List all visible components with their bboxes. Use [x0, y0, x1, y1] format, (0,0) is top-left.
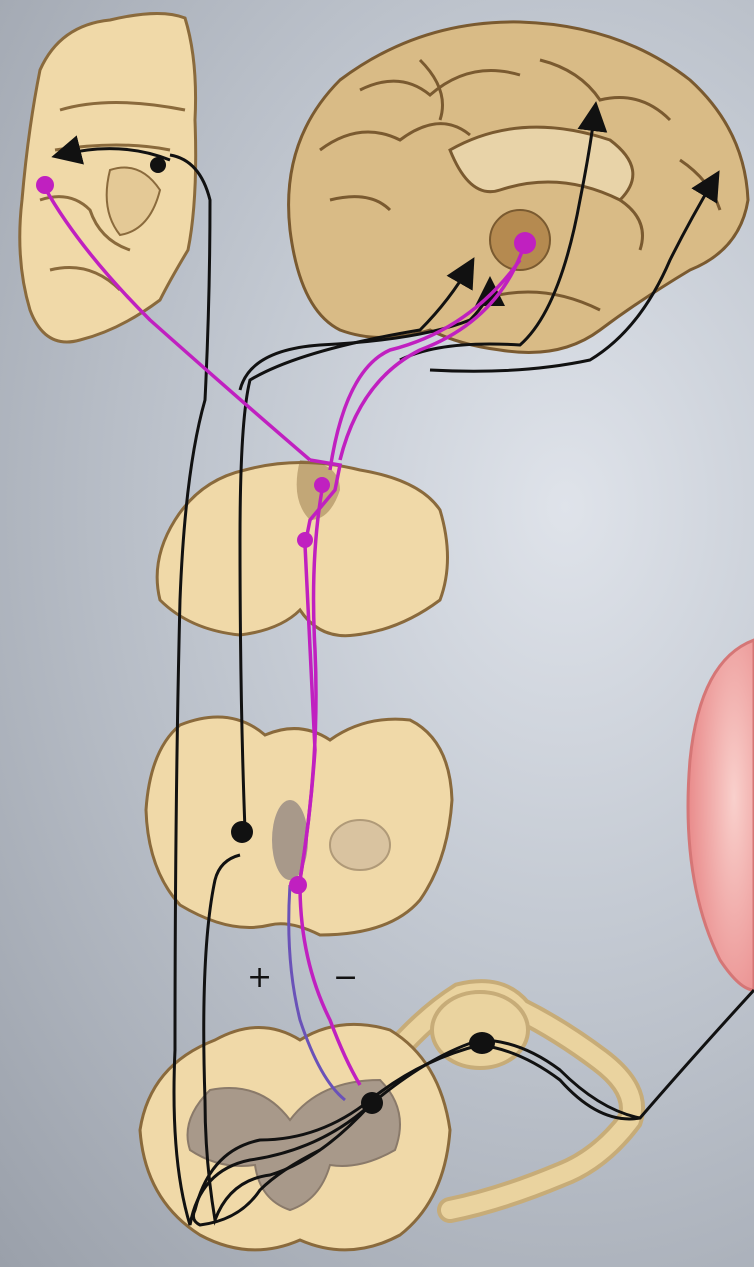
- cortex-neuron-magenta: [36, 176, 54, 194]
- medulla-neuron-black: [231, 821, 253, 843]
- midbrain-neuron-1: [314, 477, 330, 493]
- drg-neuron: [469, 1032, 495, 1054]
- thalamus-neuron: [514, 232, 536, 254]
- midbrain-neuron-2: [297, 532, 313, 548]
- skin-periphery: [688, 640, 754, 990]
- facilitation-plus-sign: +: [247, 963, 272, 993]
- cortex-neuron-black: [150, 157, 166, 173]
- brain-sagittal: [289, 22, 748, 353]
- medulla-neuron-magenta: [289, 876, 307, 894]
- inhibition-minus-sign: −: [333, 963, 358, 993]
- dorsal-horn-neuron: [361, 1092, 383, 1114]
- midbrain-section: [157, 460, 447, 636]
